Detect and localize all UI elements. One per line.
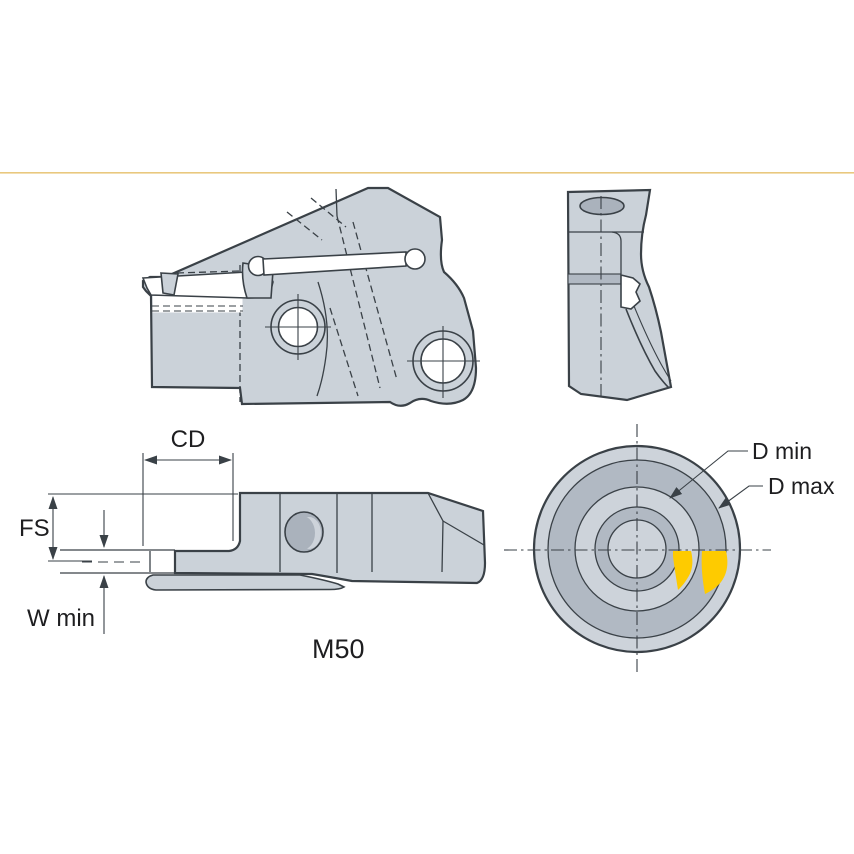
end-facet-line — [442, 520, 485, 546]
w-min-dimension: W min — [27, 510, 109, 634]
leader-line — [718, 485, 763, 509]
fs-label: FS — [19, 515, 50, 542]
front-view: D min D max — [504, 424, 835, 676]
insert-profile — [620, 273, 641, 310]
w-min-label: W min — [27, 605, 95, 632]
hidden-line — [329, 307, 359, 397]
adjusting-screw — [247, 248, 426, 277]
hole-shadow — [289, 516, 315, 550]
clamp-screw-hole — [284, 511, 324, 553]
blade-curve-line — [316, 281, 328, 397]
insert-pocket — [152, 296, 243, 313]
hidden-line — [286, 211, 323, 241]
d-max-label: D max — [768, 473, 835, 499]
m50-label: M50 — [312, 634, 365, 664]
screw-shaft — [262, 251, 407, 276]
clamp-edge-line — [335, 188, 338, 217]
d-min-callout: D min — [669, 438, 812, 499]
insert-wedge-outer — [701, 551, 728, 594]
counterbore-ellipse — [579, 196, 625, 216]
fs-dimension: FS — [19, 493, 238, 562]
clamp-finger — [160, 272, 179, 296]
cd-dimension: CD — [142, 426, 234, 546]
hidden-line — [310, 197, 347, 228]
screw-head — [404, 248, 426, 270]
side-view — [141, 186, 480, 407]
d-max-callout: D max — [718, 473, 835, 509]
section-lower-jaw — [145, 574, 346, 591]
mounting-hole-rear — [407, 326, 480, 398]
blade-edge-curve — [625, 308, 670, 389]
seat-band — [567, 273, 622, 285]
insert-slot — [60, 549, 176, 574]
profile-outline — [566, 188, 673, 402]
d-min-label: D min — [752, 438, 812, 464]
leader-line — [669, 450, 748, 499]
hidden-line — [352, 221, 398, 381]
cd-label: CD — [171, 426, 206, 453]
profile-view — [566, 188, 673, 402]
mounting-hole-front — [265, 294, 331, 360]
hidden-line — [336, 215, 381, 389]
section-body-outline — [173, 491, 487, 585]
side-body-outline — [141, 186, 478, 407]
header-separator-line — [0, 172, 854, 174]
section-view: CD FS W min M50 — [19, 426, 487, 664]
blade-edge-inner-curve — [633, 305, 672, 382]
pocket-front-edge — [611, 231, 622, 274]
insert-wedge-inner — [673, 551, 693, 590]
